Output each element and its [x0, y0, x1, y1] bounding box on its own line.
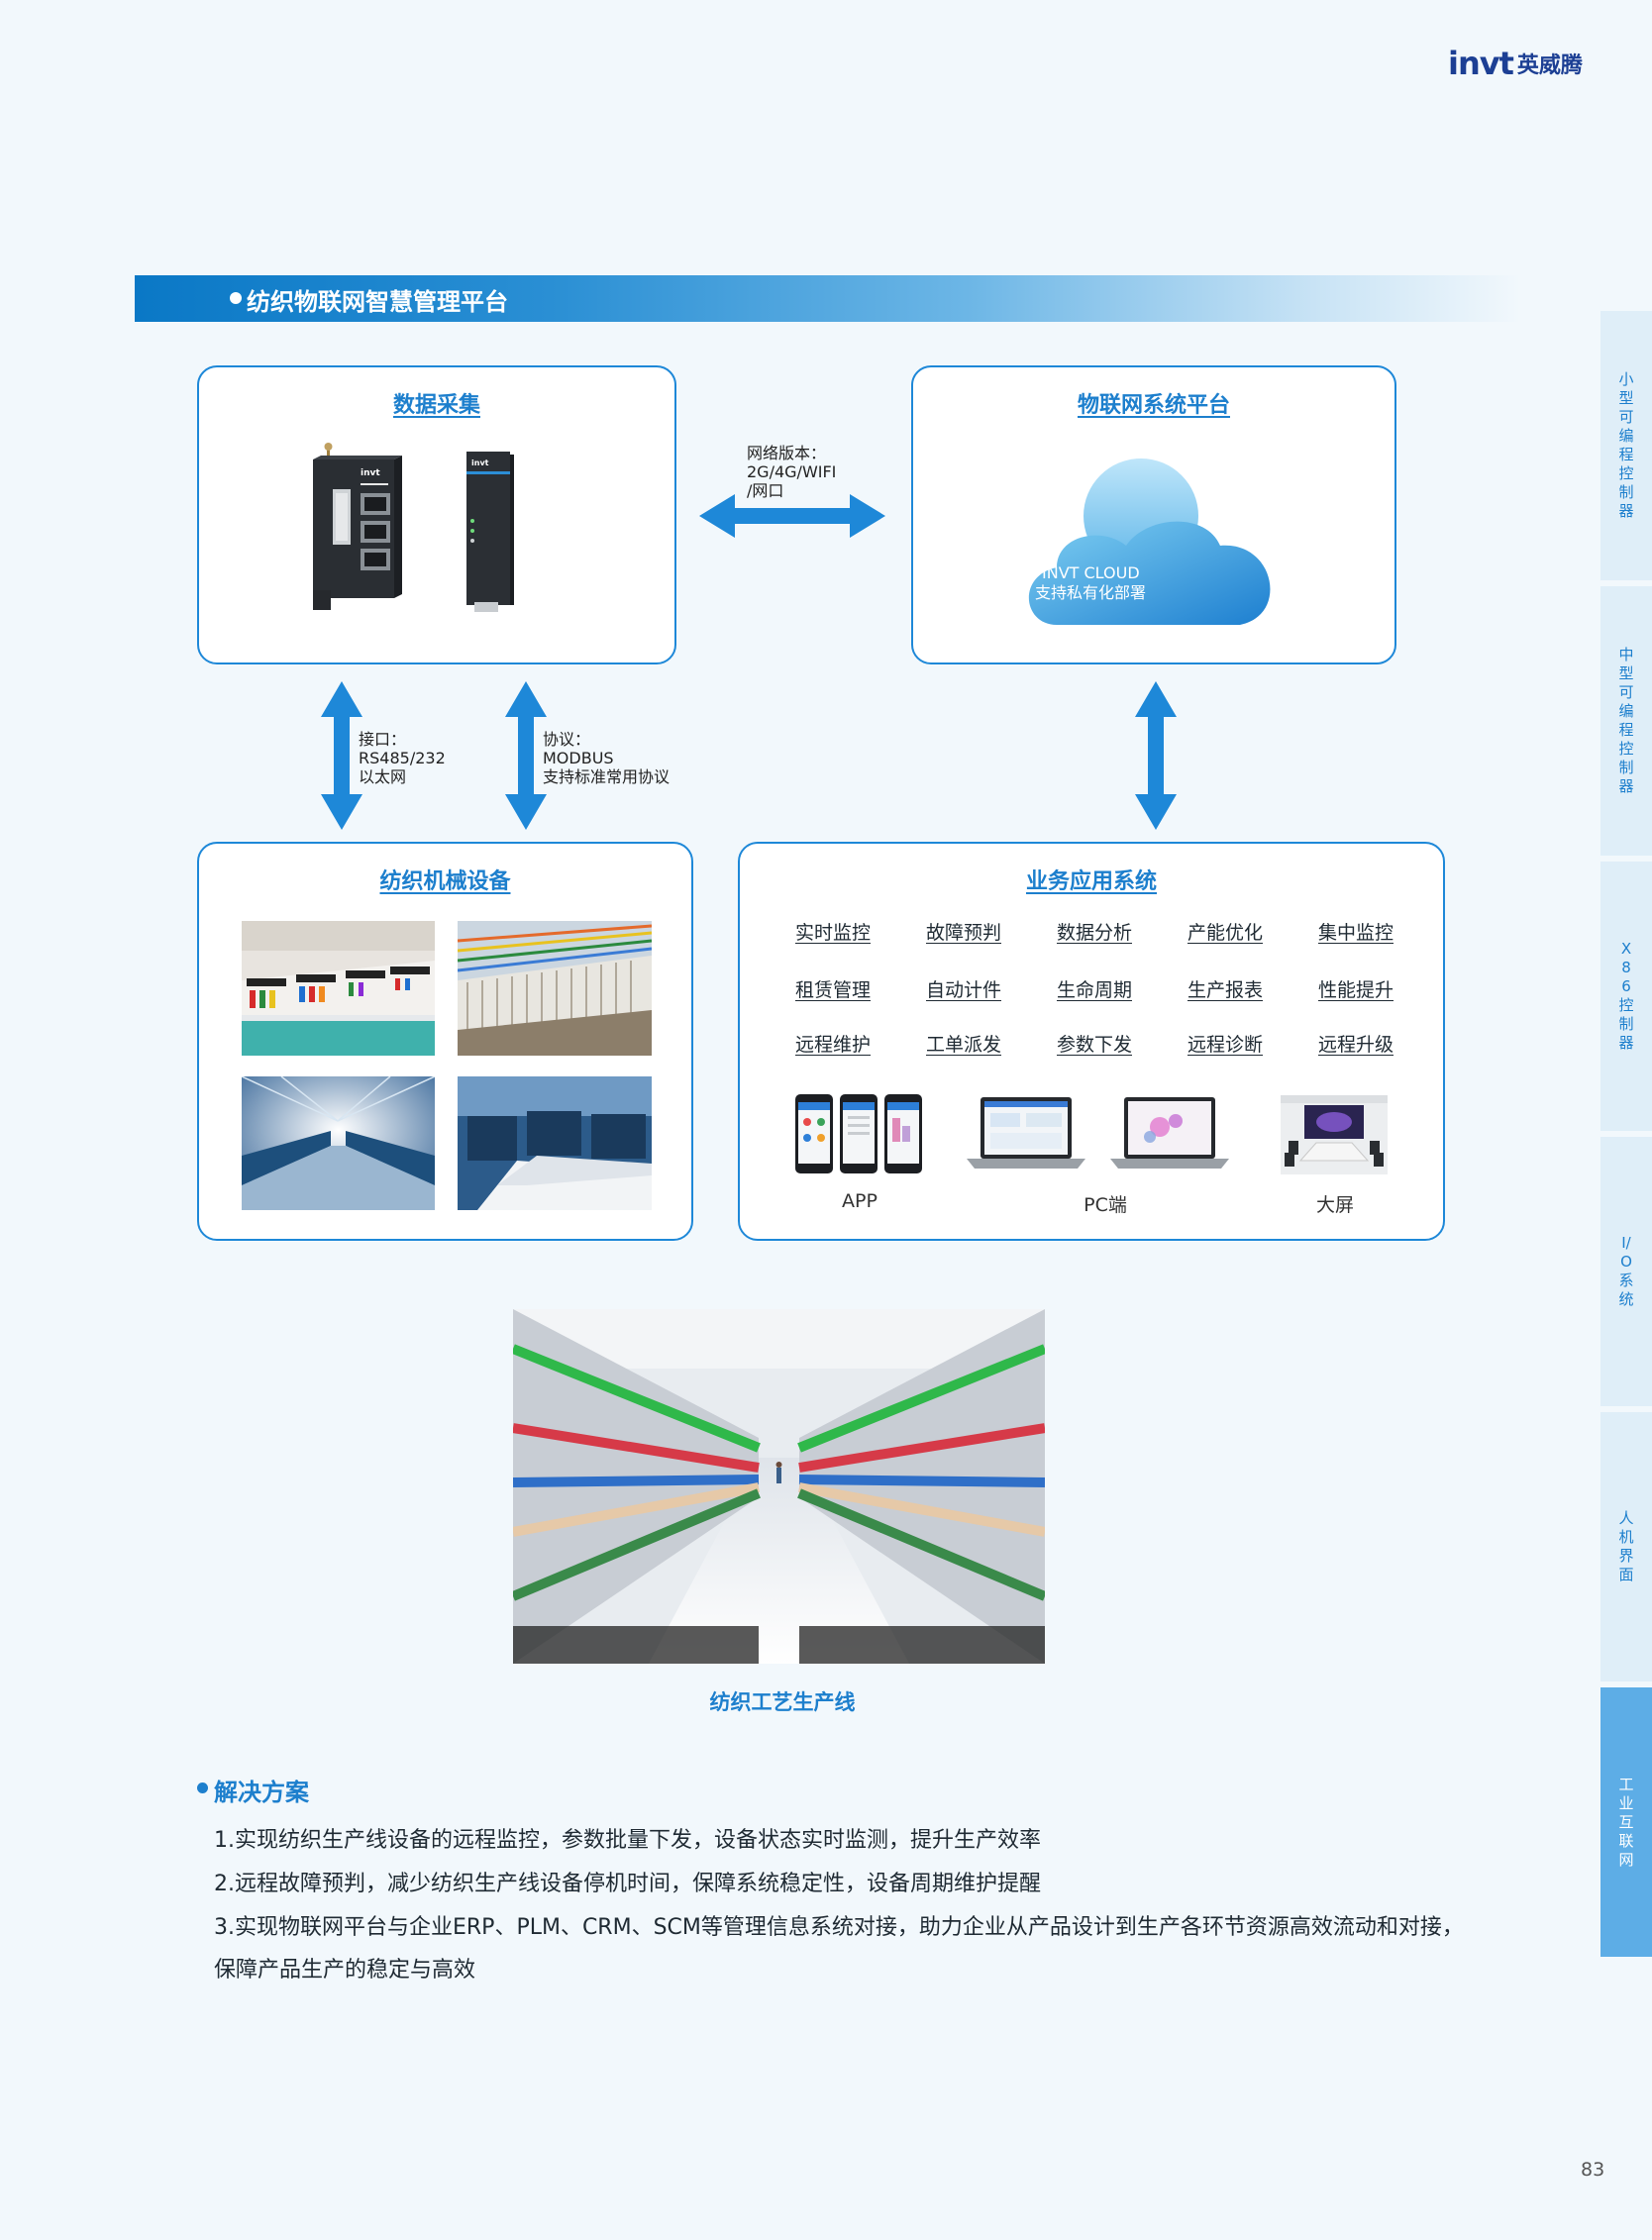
business-system-title: 业务应用系统	[1025, 869, 1157, 894]
mobile-app-image	[795, 1094, 922, 1173]
network-link-arrow	[699, 494, 885, 538]
solution-line-2: 2.远程故障预判，减少纺织生产线设备停机时间，保障系统稳定性，设备周期维护提醒	[214, 1872, 1041, 1896]
logo-mark: invt	[1448, 45, 1514, 82]
big-screen-image	[1281, 1095, 1388, 1174]
controller-device-image: invt	[466, 452, 514, 612]
data-collection-title: 数据采集	[392, 393, 480, 418]
iot-platform-title: 物联网系统平台	[1077, 393, 1230, 418]
production-line-caption: 纺织工艺生产线	[709, 1690, 856, 1714]
platform-biz-arrow	[1135, 681, 1177, 830]
func-remote-upgrade: 远程升级	[1317, 1034, 1394, 1056]
side-tab-io-system[interactable]: I/O系统	[1600, 1137, 1652, 1406]
solution-line-4: 保障产品生产的稳定与高效	[214, 1958, 476, 1983]
func-capacity-optimize: 产能优化	[1187, 922, 1263, 944]
section-header-bar: 纺织物联网智慧管理平台	[135, 275, 1521, 322]
cloud-label-2: 支持私有化部署	[1035, 583, 1146, 602]
network-label-line2: 2G/4G/WIFI	[747, 462, 837, 481]
pc-terminal-image	[967, 1097, 1229, 1169]
spinning-frame-photo	[458, 921, 652, 1056]
section-title: 纺织物联网智慧管理平台	[247, 288, 508, 316]
textile-machine-title: 纺织机械设备	[379, 869, 511, 894]
side-tab-label: I/O系统	[1618, 1234, 1634, 1308]
bullet-icon	[230, 292, 242, 304]
func-work-order: 工单派发	[925, 1034, 1001, 1056]
side-tab-label: 小型可编程控制器	[1618, 370, 1634, 520]
device-app-label: APP	[842, 1190, 878, 1212]
func-data-analysis: 数据分析	[1056, 922, 1132, 944]
side-tab-medium-plc[interactable]: 中型可编程控制器	[1600, 586, 1652, 856]
func-param-dispatch: 参数下发	[1056, 1034, 1132, 1056]
network-link-label: 网络版本： 2G/4G/WIFI /网口	[747, 444, 836, 500]
solution-line-1: 1.实现纺织生产线设备的远程监控，参数批量下发，设备状态实时监测，提升生产效率	[214, 1828, 1041, 1853]
bullet-icon	[197, 1782, 208, 1793]
interface-label-line3: 以太网	[359, 767, 407, 786]
func-lifecycle: 生命周期	[1056, 979, 1132, 1001]
gateway-device-image: invt	[313, 443, 402, 610]
func-lease-manage: 租赁管理	[794, 979, 871, 1001]
side-tab-x86-controller[interactable]: X86控制器	[1600, 862, 1652, 1131]
solution-title: 解决方案	[214, 1779, 309, 1806]
cloud-label-1: INVT CLOUD	[1042, 563, 1140, 582]
side-tab-label: 工业互联网	[1618, 1775, 1634, 1869]
brand-logo: invt 英威腾	[1448, 45, 1583, 82]
side-tab-label: 中型可编程控制器	[1618, 646, 1634, 795]
cloud-icon: INVT CLOUD 支持私有化部署	[1028, 458, 1271, 625]
side-tab-industrial-internet[interactable]: 工业互联网	[1600, 1687, 1652, 1957]
side-tab-small-plc[interactable]: 小型可编程控制器	[1600, 311, 1652, 580]
func-remote-diagnose: 远程诊断	[1187, 1034, 1263, 1056]
protocol-label-line2: MODBUS	[543, 749, 614, 767]
func-remote-maintain: 远程维护	[794, 1034, 871, 1056]
data-collection-box: 数据采集 invt invt	[197, 365, 676, 664]
network-label-line3: /网口	[747, 481, 784, 500]
protocol-arrow	[505, 681, 547, 830]
svg-text:invt: invt	[361, 468, 380, 478]
protocol-label-line3: 支持标准常用协议	[543, 767, 671, 786]
solution-line-3: 3.实现物联网平台与企业ERP、PLM、CRM、SCM等管理信息系统对接，助力企…	[214, 1915, 1464, 1940]
side-tab-label: X86控制器	[1618, 940, 1634, 1052]
interface-label: 接口： RS485/232 以太网	[359, 730, 446, 786]
protocol-label: 协议： MODBUS 支持标准常用协议	[543, 730, 670, 786]
func-fault-predict: 故障预判	[925, 922, 1001, 944]
side-tab-hmi[interactable]: 人机界面	[1600, 1412, 1652, 1681]
embroidery-machine-photo	[242, 921, 435, 1056]
func-realtime-monitor: 实时监控	[794, 922, 871, 944]
interface-arrow	[321, 681, 362, 830]
textile-hall-photo	[242, 1076, 435, 1210]
func-production-report: 生产报表	[1187, 979, 1263, 1001]
interface-label-line1: 接口：	[359, 730, 407, 749]
production-line-photo	[513, 1309, 1045, 1664]
func-performance-boost: 性能提升	[1317, 979, 1394, 1001]
device-pc-label: PC端	[1084, 1194, 1127, 1216]
interface-label-line2: RS485/232	[359, 749, 446, 767]
svg-text:invt: invt	[471, 458, 489, 467]
device-screen-label: 大屏	[1315, 1194, 1354, 1216]
iot-platform-box: 物联网系统平台 INVT CLOUD 支持私有化部署	[911, 365, 1396, 664]
weaving-loom-photo	[458, 1076, 652, 1210]
page-number: 83	[1581, 2159, 1605, 2181]
func-auto-count: 自动计件	[925, 979, 1001, 1001]
logo-cn: 英威腾	[1516, 53, 1583, 78]
protocol-label-line1: 协议：	[543, 730, 591, 749]
network-label-line1: 网络版本：	[747, 444, 827, 462]
func-central-monitor: 集中监控	[1317, 922, 1394, 944]
side-tab-label: 人机界面	[1618, 1509, 1634, 1583]
